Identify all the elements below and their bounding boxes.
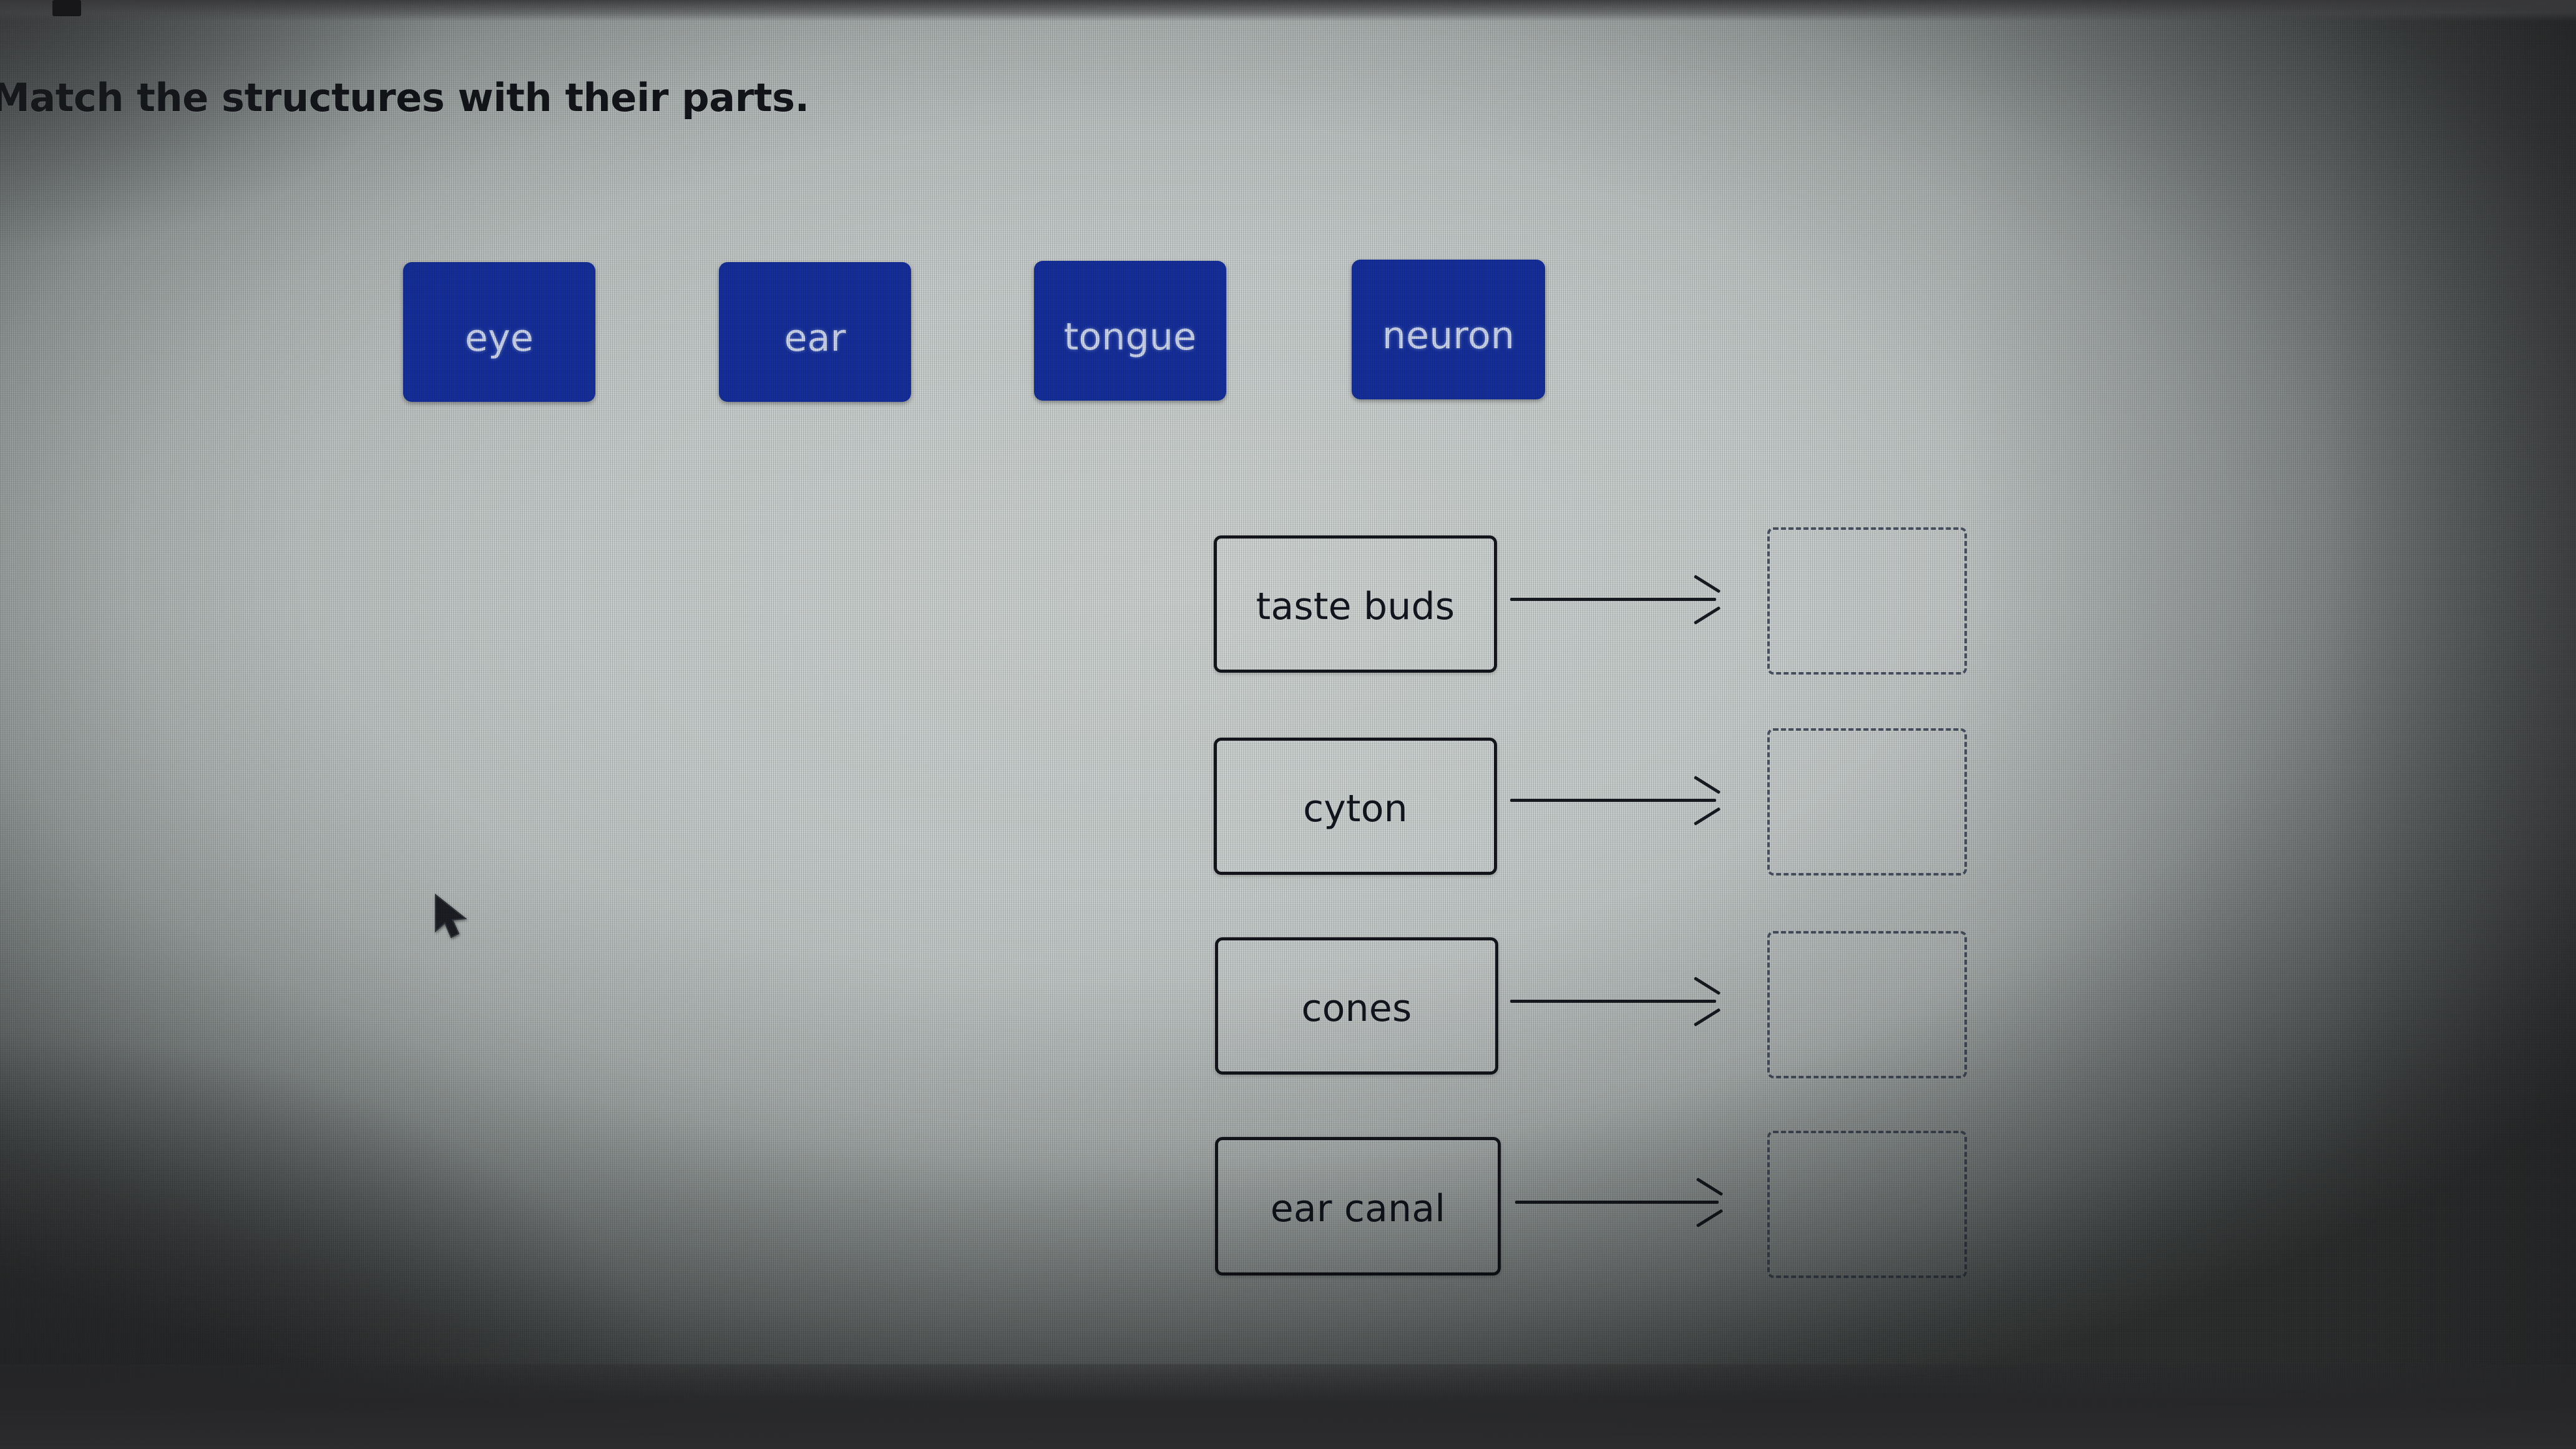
part-label-box: taste buds <box>1214 535 1497 673</box>
draggable-chip[interactable]: tongue <box>1034 261 1226 401</box>
part-label-box: ear canal <box>1215 1137 1501 1276</box>
part-label-box: cones <box>1215 937 1498 1075</box>
answer-drop-zone[interactable] <box>1767 1131 1967 1278</box>
answer-drop-zone[interactable] <box>1767 728 1967 876</box>
draggable-chip[interactable]: eye <box>403 262 595 402</box>
connector-arrow-icon <box>1510 982 1745 1020</box>
answer-drop-zone[interactable] <box>1767 931 1967 1078</box>
chip-label: ear <box>784 316 846 360</box>
answer-drop-zone[interactable] <box>1767 527 1967 675</box>
part-label-text: cyton <box>1303 787 1408 831</box>
part-label-text: cones <box>1301 987 1412 1030</box>
arrow-head <box>1690 987 1719 1016</box>
arrow-head <box>1690 786 1719 815</box>
arrow-shaft <box>1510 799 1716 802</box>
monitor-bezel-bottom <box>0 1364 2576 1449</box>
chip-label: eye <box>465 316 534 360</box>
chip-label: tongue <box>1063 315 1197 359</box>
mouse-cursor-icon <box>435 893 467 939</box>
draggable-chip[interactable]: neuron <box>1352 260 1545 399</box>
arrow-head <box>1692 1188 1721 1217</box>
part-label-text: taste buds <box>1256 585 1455 628</box>
connector-arrow-icon <box>1515 1183 1747 1221</box>
part-label-box: cyton <box>1214 738 1497 875</box>
chip-label: neuron <box>1382 314 1515 358</box>
monitor-bezel-top <box>0 0 2576 21</box>
arrow-shaft <box>1510 598 1716 601</box>
connector-arrow-icon <box>1510 781 1745 819</box>
cut-off-text-fragment <box>52 0 81 16</box>
arrow-shaft <box>1510 1000 1716 1003</box>
arrow-head <box>1690 585 1719 614</box>
part-label-text: ear canal <box>1270 1187 1446 1231</box>
page-title: Match the structures with their parts. <box>0 75 809 120</box>
draggable-chip[interactable]: ear <box>719 262 911 402</box>
arrow-shaft <box>1515 1201 1719 1204</box>
connector-arrow-icon <box>1510 580 1745 618</box>
